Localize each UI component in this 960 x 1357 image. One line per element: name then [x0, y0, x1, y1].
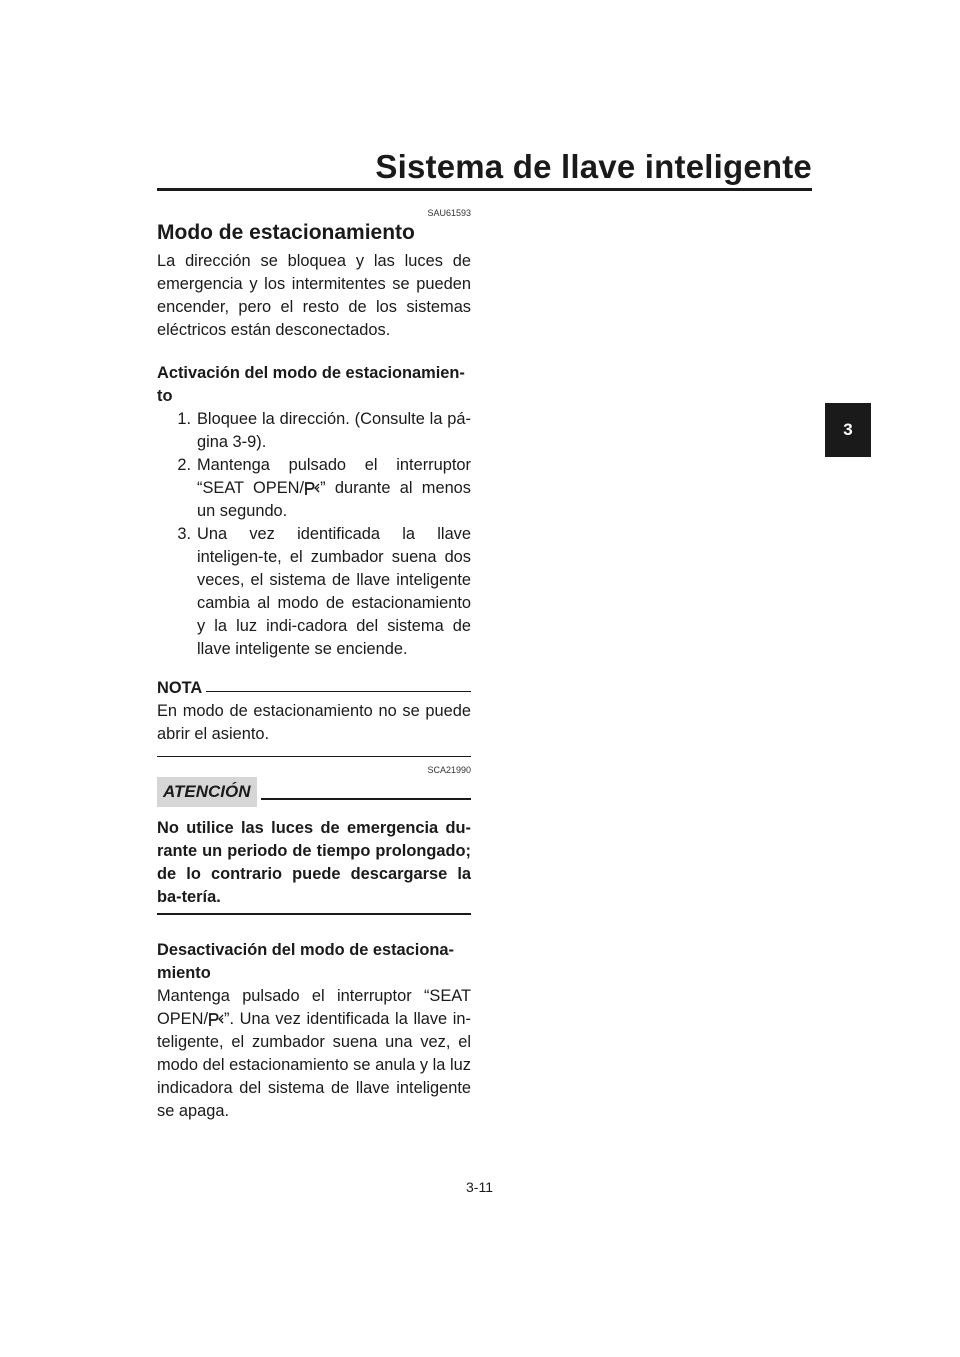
deactivation-text-b: ”. Una vez identificada la llave in-teli… — [157, 1010, 471, 1120]
step-number: 3. — [177, 525, 191, 543]
section-title: Modo de estacionamiento — [157, 221, 415, 244]
nota-rule — [206, 691, 471, 692]
deactivation-text-a: Mantenga pulsado el interruptor “SEAT OP… — [157, 987, 471, 1028]
step-number: 2. — [177, 456, 191, 474]
header-rule — [157, 188, 812, 191]
nota-header: NOTA — [157, 677, 471, 700]
chapter-tab: 3 — [825, 403, 871, 457]
list-item: 3. Una vez identificada la llave intelig… — [157, 523, 471, 661]
atencion-header: ATENCIÓN — [157, 777, 471, 807]
parking-key-icon — [305, 482, 320, 495]
step-text: Bloquee la dirección. (Consulte la pá-gi… — [197, 410, 471, 451]
nota-block: NOTA En modo de estacionamiento no se pu… — [157, 677, 471, 757]
section-code: SAU61593 — [427, 208, 471, 218]
atencion-text: No utilice las luces de emergencia du-ra… — [157, 819, 471, 906]
nota-end-rule — [157, 756, 471, 757]
activation-heading: Activación del modo de estacionamien-to — [157, 364, 465, 405]
nota-label: NOTA — [157, 679, 203, 697]
deactivation-heading: Desactivación del modo de estaciona-mien… — [157, 941, 454, 982]
parking-key-icon — [209, 1013, 224, 1026]
intro-paragraph: La dirección se bloquea y las luces de e… — [157, 252, 471, 339]
step-text-a: Mantenga pulsado el interruptor “SEAT OP… — [197, 456, 471, 497]
step-text: Mantenga pulsado el interruptor “SEAT OP… — [197, 454, 471, 523]
page-number: 3-11 — [466, 1179, 493, 1195]
atencion-code: SCA21990 — [427, 765, 471, 775]
list-item: 2. Mantenga pulsado el interruptor “SEAT… — [157, 454, 471, 523]
atencion-badge: ATENCIÓN — [157, 777, 257, 807]
step-text: Una vez identificada la llave inteligen-… — [197, 525, 471, 658]
step-text-b: ” durante al menos un segundo. — [197, 479, 471, 520]
step-number: 1. — [177, 410, 191, 428]
page-title: Sistema de llave inteligente — [375, 148, 812, 185]
atencion-rule — [260, 798, 471, 800]
activation-steps: 1. Bloquee la dirección. (Consulte la pá… — [157, 408, 471, 661]
nota-text: En modo de estacionamiento no se puede a… — [157, 702, 471, 743]
atencion-end-rule — [157, 913, 471, 915]
content-column: SAU61593 Modo de estacionamiento La dire… — [157, 208, 471, 1123]
deactivation-paragraph: Mantenga pulsado el interruptor “SEAT OP… — [157, 985, 471, 1123]
list-item: 1. Bloquee la dirección. (Consulte la pá… — [157, 408, 471, 454]
